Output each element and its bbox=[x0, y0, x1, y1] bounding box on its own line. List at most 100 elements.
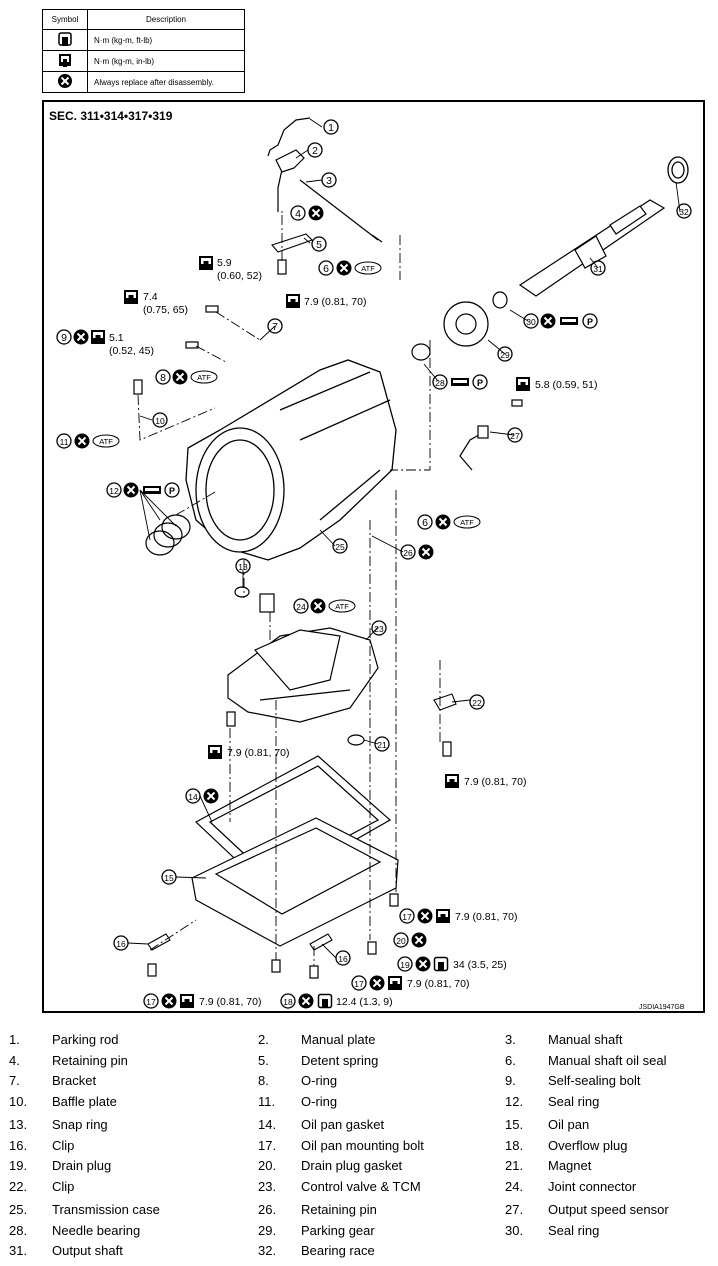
torque-value: 5.9 bbox=[217, 257, 232, 269]
part-name: Bearing race bbox=[301, 1243, 375, 1258]
part-name: Control valve & TCM bbox=[301, 1178, 421, 1194]
part-number: 32. bbox=[258, 1243, 277, 1258]
torque-value: 7.9 (0.81, 70) bbox=[199, 996, 261, 1008]
callout-number: 6 bbox=[422, 517, 428, 529]
callout-17b: 17 bbox=[351, 975, 367, 991]
part-number: 30. bbox=[505, 1222, 524, 1238]
part-name: Manual shaft oil seal bbox=[548, 1052, 667, 1068]
callout-number: 3 bbox=[326, 175, 332, 187]
torque-value: 7.9 (0.81, 70) bbox=[227, 747, 289, 759]
torque-value: 7.9 (0.81, 70) bbox=[455, 911, 517, 923]
atf-label: ATF bbox=[460, 518, 474, 527]
callout-8: 8 bbox=[155, 369, 171, 385]
callout-number: 32 bbox=[679, 207, 689, 217]
torque-value: 7.9 (0.81, 70) bbox=[407, 978, 469, 990]
wrench-torque-icon bbox=[58, 32, 72, 46]
callout-number: 24 bbox=[296, 602, 306, 612]
part-number: 1. bbox=[9, 1032, 20, 1047]
callout-number: 25 bbox=[335, 542, 345, 552]
callout-28: 28 bbox=[432, 374, 448, 390]
part-name: O-ring bbox=[301, 1073, 338, 1088]
callout-number: 10 bbox=[155, 416, 165, 426]
legend-symbol-cell bbox=[42, 71, 88, 93]
torque-value: 7.9 (0.81, 70) bbox=[464, 776, 526, 788]
callout-26: 26 bbox=[400, 544, 416, 560]
part-number: 8. bbox=[258, 1073, 269, 1088]
part-name: Joint connector bbox=[548, 1178, 637, 1194]
callout-29: 29 bbox=[497, 346, 513, 362]
callout-20: 20 bbox=[393, 932, 409, 948]
callout-1: 1 bbox=[323, 119, 339, 135]
wrench-torque-small-icon bbox=[59, 54, 71, 67]
part-number: 9. bbox=[505, 1073, 516, 1088]
callout-number: 15 bbox=[164, 873, 174, 883]
part-number: 31. bbox=[9, 1243, 28, 1258]
callout-number: 19 bbox=[400, 960, 410, 970]
detent-spring-shape bbox=[271, 233, 314, 253]
part-name: Output speed sensor bbox=[548, 1202, 669, 1217]
part-number: 23. bbox=[258, 1178, 277, 1194]
callout-32: 32 bbox=[676, 203, 692, 219]
callout-3: 3 bbox=[321, 172, 337, 188]
callout-number: 17 bbox=[146, 997, 156, 1007]
callout-12: 12 bbox=[106, 482, 122, 498]
part-number: 4. bbox=[9, 1052, 20, 1068]
legend-row: N·m (kg-m, in-lb) bbox=[42, 50, 245, 72]
callout-23: 23 bbox=[371, 620, 387, 636]
legend-row: Always replace after disassembly. bbox=[42, 71, 245, 93]
seal-ring-stack-shape bbox=[145, 514, 191, 556]
callout-30: 30 bbox=[523, 313, 539, 329]
p-label: P bbox=[587, 317, 593, 327]
bolts bbox=[133, 259, 523, 979]
callout-number: 16 bbox=[116, 939, 126, 949]
callout-number: 28 bbox=[435, 378, 445, 388]
torque-value: (0.52, 45) bbox=[109, 345, 154, 357]
p-tag: P bbox=[582, 313, 598, 329]
callout-number: 22 bbox=[472, 698, 482, 708]
callout-number: 1 bbox=[328, 122, 334, 134]
torque-value: 12.4 (1.3, 9) bbox=[336, 996, 393, 1008]
callout-number: 30 bbox=[526, 317, 536, 327]
callout-17c: 17 bbox=[143, 993, 159, 1009]
exploded-diagram-frame bbox=[42, 100, 705, 1013]
part-number: 2. bbox=[258, 1032, 269, 1047]
part-number: 24. bbox=[505, 1178, 524, 1194]
part-name: Manual shaft bbox=[548, 1032, 623, 1047]
section-title: SEC. 311•314•317•319 bbox=[49, 109, 173, 123]
part-name: Drain plug gasket bbox=[301, 1158, 403, 1173]
p-label: P bbox=[477, 378, 483, 388]
part-name: Self-sealing bolt bbox=[548, 1073, 641, 1088]
part-name: Transmission case bbox=[52, 1202, 160, 1217]
part-number: 27. bbox=[505, 1202, 524, 1217]
part-number: 5. bbox=[258, 1052, 269, 1068]
part-number: 25. bbox=[9, 1202, 28, 1217]
atf-label: ATF bbox=[99, 437, 113, 446]
atf-tag: ATF bbox=[453, 515, 481, 529]
callout-number: 7 bbox=[272, 321, 278, 333]
atf-tag: ATF bbox=[354, 261, 382, 275]
callout-21: 21 bbox=[374, 736, 390, 752]
callout-14: 14 bbox=[185, 788, 201, 804]
bearing-race-shape bbox=[667, 156, 689, 184]
part-name: Overflow plug bbox=[548, 1137, 628, 1153]
legend-description: Always replace after disassembly. bbox=[87, 71, 245, 93]
callout-16b: 16 bbox=[335, 950, 351, 966]
part-number: 22. bbox=[9, 1178, 28, 1194]
part-number: 14. bbox=[258, 1117, 277, 1132]
part-name: Retaining pin bbox=[52, 1052, 128, 1068]
callout-number: 17 bbox=[402, 912, 412, 922]
callout-number: 16 bbox=[338, 954, 348, 964]
parking-gear-shape bbox=[443, 291, 508, 347]
legend-row: N·m (kg-m, ft-lb) bbox=[42, 29, 245, 51]
part-name: Bracket bbox=[52, 1073, 97, 1088]
callout-25: 25 bbox=[332, 538, 348, 554]
part-number: 28. bbox=[9, 1222, 28, 1238]
callout-24: 24 bbox=[293, 598, 309, 614]
callout-11: 11 bbox=[56, 433, 72, 449]
atf-tag: ATF bbox=[190, 370, 218, 384]
part-name: Oil pan bbox=[548, 1117, 590, 1132]
part-number: 12. bbox=[505, 1093, 524, 1109]
part-number: 18. bbox=[505, 1137, 524, 1153]
callout-17a: 17 bbox=[399, 908, 415, 924]
torque-value: (0.60, 52) bbox=[217, 270, 262, 282]
